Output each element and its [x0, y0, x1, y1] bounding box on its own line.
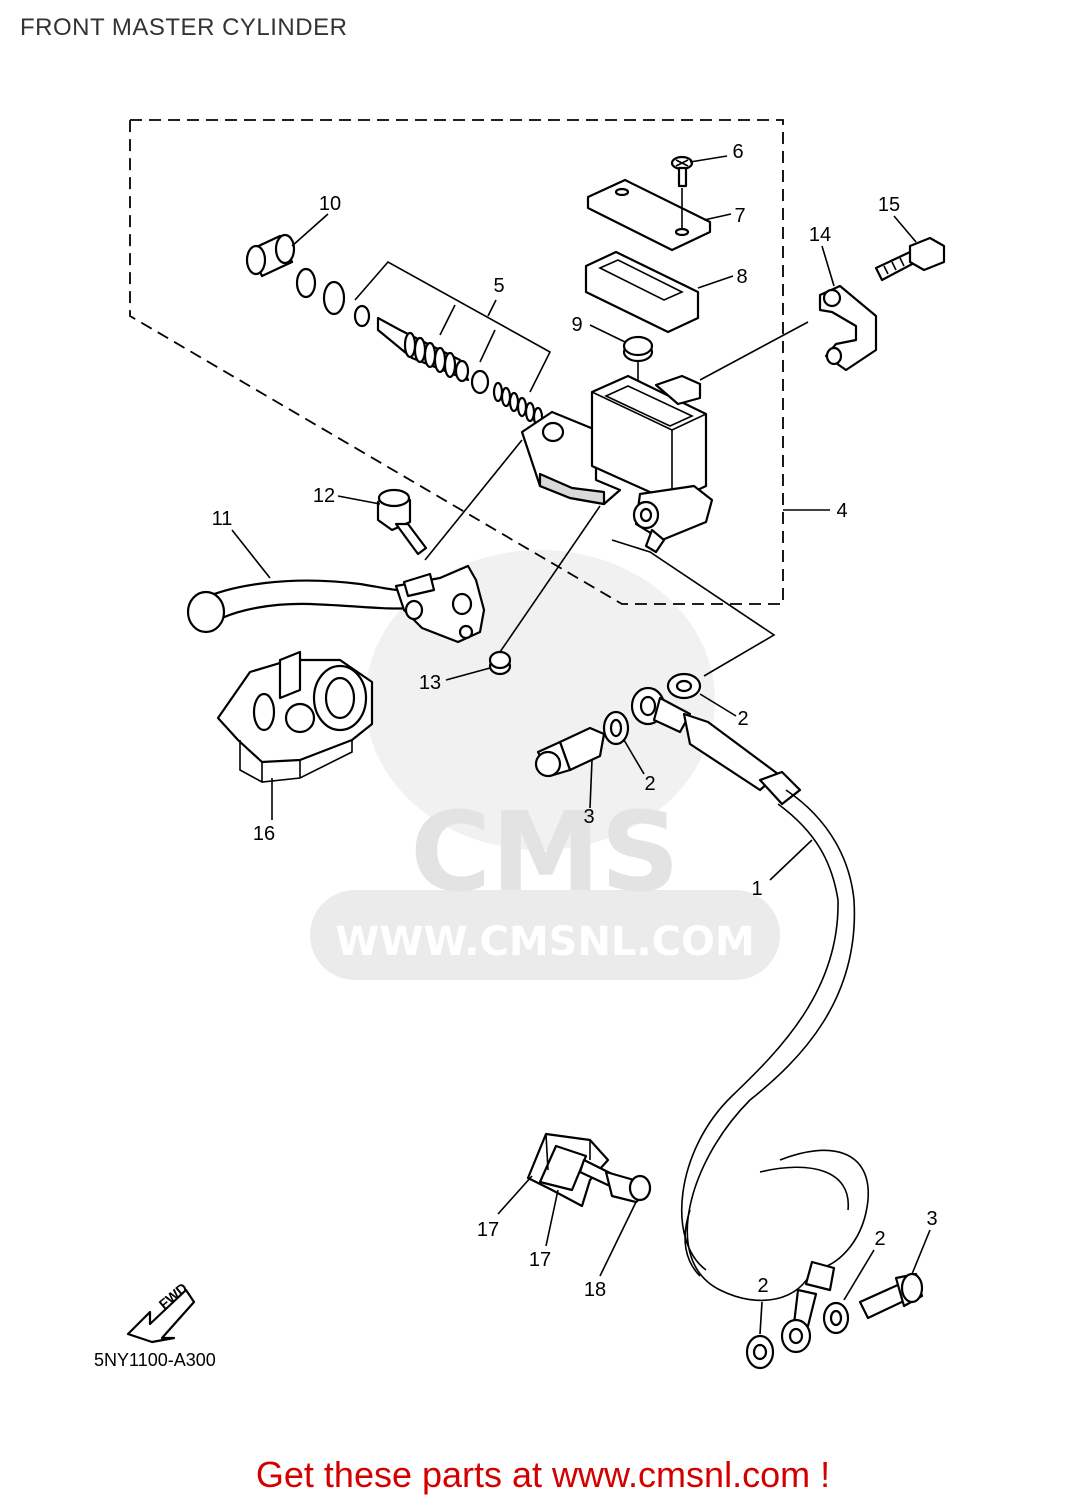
part-12-pivot-bolt: [376, 488, 428, 556]
callout-18: 18: [584, 1279, 606, 1301]
part-6-screw: [670, 155, 694, 188]
circlip: [295, 267, 317, 299]
callout-10: 10: [319, 193, 341, 215]
callout-17-right: 17: [529, 1249, 551, 1271]
callout-15: 15: [878, 194, 900, 216]
footer-cta-text[interactable]: Get these parts at www.cmsnl.com !: [255, 1454, 831, 1495]
callout-17-left: 17: [477, 1219, 499, 1241]
page-title: FRONT MASTER CYLINDER: [20, 14, 348, 41]
callout-16: 16: [253, 823, 275, 845]
diagram-code: 5NY1100-A300: [94, 1350, 216, 1370]
callout-labels: 10 5 6 7 8 9 14 15 4 12 11 13 2 2 3 16 1…: [212, 141, 938, 1301]
part-5-piston-kit: [354, 260, 552, 428]
watermark-url-text: WWW.CMSNL.COM: [335, 919, 755, 965]
callout-3-upper: 3: [583, 806, 594, 828]
callout-5: 5: [493, 275, 504, 297]
callout-6: 6: [732, 141, 743, 163]
part-10-boot: [245, 233, 296, 278]
part-3-banjo-bolt-upper: [534, 726, 606, 778]
watermark: CMS WWW.CMSNL.COM: [310, 550, 780, 980]
callout-8: 8: [736, 266, 747, 288]
callout-2-upper-right: 2: [737, 708, 748, 730]
footer-link-text[interactable]: Get these parts at www.cmsnl.com !: [0, 1454, 1086, 1496]
fwd-arrow-icon: FWD: [126, 1280, 196, 1344]
callout-3-lower: 3: [926, 1208, 937, 1230]
part-16-bracket: [216, 650, 374, 783]
part-13-nut: [488, 650, 512, 676]
callout-7: 7: [734, 205, 745, 227]
callout-9: 9: [571, 314, 582, 336]
part-8-diaphragm: [584, 250, 700, 334]
part-3-banjo-bolt-lower: [858, 1272, 924, 1320]
callout-2-lower-left: 2: [757, 1275, 768, 1297]
part-1-brake-hose: [630, 686, 869, 1354]
part-4-master-cylinder-body: [520, 321, 809, 677]
part-17-hose-clip: [526, 1132, 610, 1208]
callout-4: 4: [836, 500, 847, 522]
callout-2-upper-left: 2: [644, 773, 655, 795]
callout-14: 14: [809, 224, 831, 246]
callout-13: 13: [419, 672, 441, 694]
assembly-outline: [129, 119, 784, 605]
callout-11: 11: [212, 508, 233, 530]
part-7-cover: [586, 178, 712, 252]
watermark-logo-text: CMS: [410, 788, 679, 916]
callout-12: 12: [313, 485, 335, 507]
part-11-lever: [186, 564, 486, 644]
part-15-bolt: [874, 236, 946, 282]
leader-lines: [231, 155, 931, 1335]
callout-1: 1: [751, 878, 762, 900]
washer: [322, 280, 346, 316]
part-9-plate: [622, 335, 654, 363]
callout-2-lower-right: 2: [874, 1228, 885, 1250]
part-18-screw: [578, 1158, 652, 1204]
part-14-clamp: [818, 284, 878, 372]
